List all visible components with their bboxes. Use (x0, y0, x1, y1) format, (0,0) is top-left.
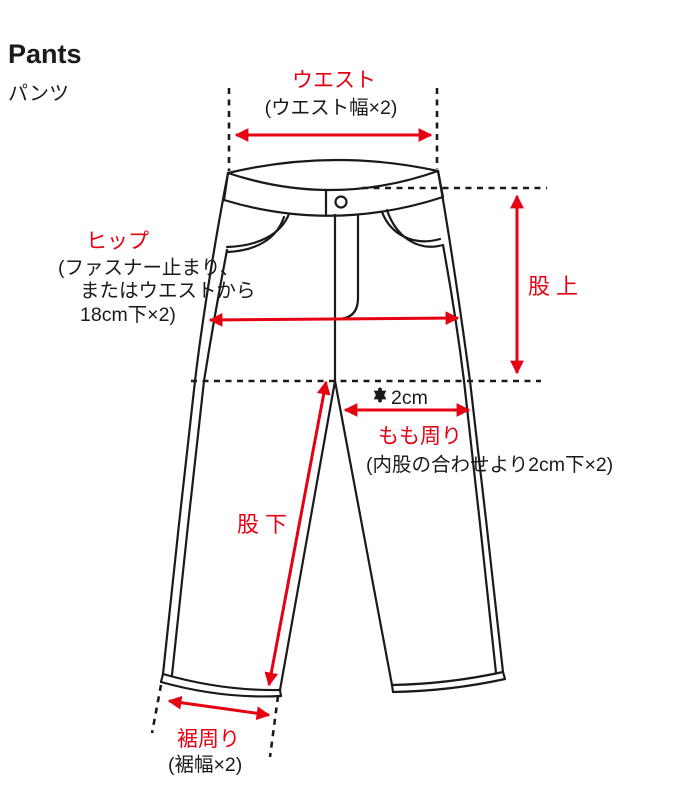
right-leg-inner-edge (333, 379, 394, 687)
inseam-arrow (264, 380, 331, 687)
waist-label: ウエスト (292, 69, 376, 92)
offset-2cm-label: 2cm (391, 387, 428, 409)
right-cuff-inner-cap (390, 683, 395, 694)
hem-label: 裾周り (177, 728, 240, 751)
right-cuff-outer-cap (501, 670, 507, 681)
right-cuff-top (390, 670, 505, 687)
page-subtitle: パンツ (8, 83, 69, 105)
right-cuff-bottom (391, 677, 507, 694)
right-leg-outer-edge (436, 169, 505, 674)
left-side-seam (170, 248, 229, 677)
thigh-label: もも周り (378, 425, 462, 448)
hip-note-line-2: またはウエストから (80, 280, 256, 302)
right-pocket-outer-curve (385, 208, 445, 248)
hip-label: ヒップ (86, 230, 149, 253)
inseam-label: 股下 (237, 512, 293, 537)
left-leg-outer-edge (161, 171, 230, 676)
rise-label: 股上 (528, 274, 584, 299)
left-cuff-outer-cap (159, 672, 165, 684)
hem-guide-right (268, 695, 280, 758)
waist-opening-back-arc (226, 169, 440, 192)
right-pocket-inner-curve (380, 210, 442, 243)
left-cuff-inner-cap (278, 688, 283, 698)
waist-button (334, 195, 348, 209)
left-cuff-top (161, 672, 282, 692)
guide-lines (150, 88, 547, 758)
hem-guide-left (150, 684, 163, 734)
hip-arrow (208, 311, 460, 327)
page-title: Pants (8, 39, 82, 69)
hem-arrow (167, 695, 271, 721)
waist-opening-top-arc (226, 158, 440, 175)
thigh-note: (内股の合わせより2cm下×2) (366, 454, 613, 476)
hip-note-line-3: 18cm下×2) (80, 304, 176, 326)
hem-note: (裾幅×2) (168, 754, 242, 776)
waist-note: (ウエスト幅×2) (265, 97, 398, 119)
left-pocket-outer-curve (225, 212, 291, 249)
fly-stitch-line (335, 214, 360, 321)
left-pocket-inner-curve (225, 215, 286, 254)
waistband-bottom-edge (222, 195, 445, 217)
hip-note-line-1: (ファスナー止まり、 (58, 257, 239, 279)
measurement-arrows (167, 128, 524, 721)
